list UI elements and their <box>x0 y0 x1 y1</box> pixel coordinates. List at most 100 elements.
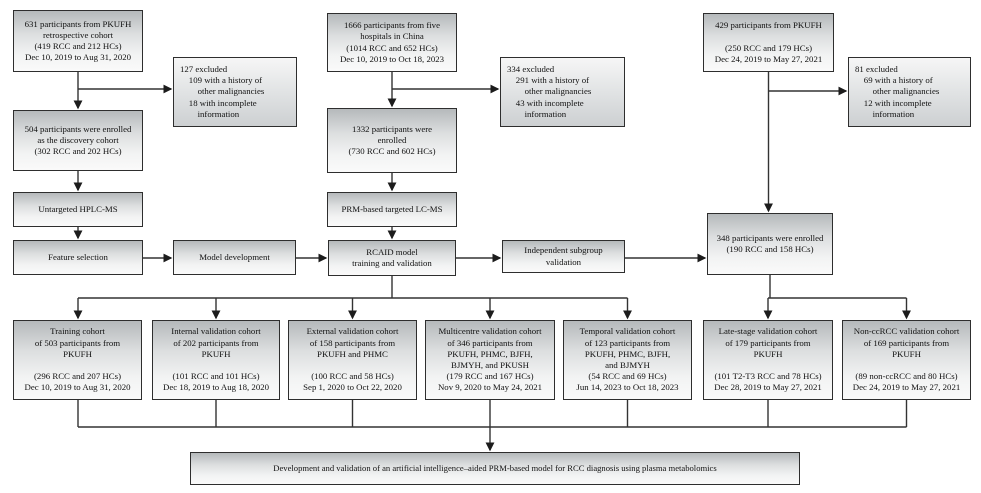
box-line <box>905 360 907 371</box>
box-line <box>76 360 78 371</box>
box-line: information <box>855 108 915 119</box>
box-line: (101 T2-T3 RCC and 78 HCs) <box>714 371 822 382</box>
box-line: 127 excluded <box>180 63 228 74</box>
box-line: (296 RCC and 207 HCs) <box>34 371 121 382</box>
rail-cohorts-conclusion <box>77 400 908 428</box>
box-line: Dec 18, 2019 to Aug 18, 2020 <box>162 382 270 393</box>
box-line: PKUFH and PHMC <box>317 348 388 359</box>
box-line: Dec 10, 2019 to Aug 31, 2020 <box>24 52 132 63</box>
box-line: Dec 24, 2019 to May 27, 2021 <box>852 382 961 393</box>
box-line: BJMYH, and PKUSH <box>451 360 529 370</box>
box-line: (302 RCC and 202 HCs) <box>34 146 122 157</box>
box-line: 504 participants were enrolled <box>24 123 132 134</box>
box-line: hospitals in China <box>360 31 424 42</box>
box-line: Model development <box>199 251 270 262</box>
box-line: Sep 1, 2020 to Oct 22, 2020 <box>303 382 402 393</box>
box-line: RCAID model <box>366 246 418 257</box>
box-line: other malignancies <box>855 86 940 97</box>
box-line: other malignancies <box>180 86 265 97</box>
rail-rcaid-cohorts <box>78 276 628 299</box>
box-line: Training cohort <box>50 326 105 337</box>
box-line: of 158 participants from <box>309 337 396 348</box>
box-line: of 202 participants from <box>173 337 259 348</box>
box-line: 348 participants were enrolled <box>716 232 824 243</box>
feature-selection-box: Feature selection <box>13 240 143 275</box>
untargeted-hplc-ms-box: Untargeted HPLC-MS <box>13 192 143 227</box>
box-line: training and validation <box>352 258 432 268</box>
box-line: Jun 14, 2023 to Oct 18, 2023 <box>576 382 679 393</box>
box-line: (100 RCC and 58 HCs) <box>311 371 394 382</box>
box-line <box>351 360 353 371</box>
box-line: (250 RCC and 179 HCs) <box>725 42 812 53</box>
pkufh-429-cohort-box: 429 participants from PKUFH (250 RCC and… <box>703 13 834 72</box>
box-line: as the discovery cohort <box>37 134 119 145</box>
box-line: Dec 10, 2019 to Oct 18, 2023 <box>339 53 445 64</box>
box-line: (89 non-ccRCC and 80 HCs) <box>855 371 958 382</box>
box-line: 334 excluded <box>507 63 555 74</box>
box-line: 631 participants from PKUFH <box>24 18 132 29</box>
box-line: PKUFH, PHMC, BJFH, <box>447 348 533 359</box>
box-line: Dec 24, 2019 to May 27, 2021 <box>714 53 823 64</box>
enrolled-348-box: 348 participants were enrolled(190 RCC a… <box>707 213 833 275</box>
box-line <box>215 360 217 371</box>
box-line: PRM-based targeted LC-MS <box>341 203 443 214</box>
model-development-box: Model development <box>173 240 296 275</box>
box-line: (179 RCC and 167 HCs) <box>446 371 534 382</box>
box-line: of 123 participants from <box>584 337 671 348</box>
box-line: (190 RCC and 158 HCs) <box>726 244 814 254</box>
box-line: External validation cohort <box>306 326 399 337</box>
box-line: 109 with a history of <box>180 75 263 86</box>
excluded-81-box: 81 excluded 69 with a history of other m… <box>848 57 971 127</box>
box-line: PKUFH, PHMC, BJFH, <box>584 348 671 359</box>
box-line: Non-ccRCC validation cohort <box>853 326 960 337</box>
box-line: of 503 participants from <box>34 337 121 348</box>
box-line: Untargeted HPLC-MS <box>38 203 118 214</box>
box-line: 1666 participants from five <box>343 20 440 31</box>
box-line: (54 RCC and 69 HCs) <box>588 371 667 382</box>
box-line <box>767 31 769 42</box>
box-line: and BJMYH <box>605 360 650 370</box>
box-line: Independent subgroup <box>524 245 603 256</box>
box-line: 1332 participants were <box>351 123 433 134</box>
box-line: of 346 participants from <box>447 337 533 348</box>
prm-targeted-lc-ms-box: PRM-based targeted LC-MS <box>327 192 457 227</box>
box-line: 429 participants from PKUFH <box>715 20 822 31</box>
box-line: Dec 28, 2019 to May 27, 2021 <box>714 382 822 393</box>
box-line: 69 with a history of <box>855 75 933 86</box>
box-line: PKUFH <box>753 348 783 359</box>
box-line: Temporal validation cohort <box>579 326 676 337</box>
box-line: Feature selection <box>48 251 108 262</box>
box-line: (730 RCC and 602 HCs) <box>348 146 436 157</box>
box-line: Nov 9, 2020 to May 24, 2021 <box>437 382 543 393</box>
conclusion-banner: Development and validation of an artific… <box>190 452 800 485</box>
box-line: of 179 participants from <box>725 337 811 348</box>
excluded-127-box: 127 excluded 109 with a history of other… <box>173 57 297 127</box>
box-line: Dec 10, 2019 to Aug 31, 2020 <box>24 382 131 393</box>
box-line: enrolled <box>377 134 407 145</box>
box-line: information <box>180 108 240 119</box>
box-line: 291 with a history of <box>507 75 590 86</box>
box-line: (419 RCC and 212 HCs) <box>34 41 122 51</box>
box-line <box>767 360 769 371</box>
box-line: 43 with incomplete <box>507 97 584 108</box>
box-line: (101 RCC and 101 HCs) <box>172 371 260 382</box>
box-line: 81 excluded <box>855 63 898 74</box>
box-line: PKUFH <box>892 348 921 359</box>
box-line: of 169 participants from <box>863 337 950 348</box>
box-line: PKUFH <box>201 348 231 359</box>
box-line: PKUFH <box>63 348 92 359</box>
box-line: Development and validation of an artific… <box>273 462 717 473</box>
box-line: 18 with incomplete <box>180 97 257 108</box>
